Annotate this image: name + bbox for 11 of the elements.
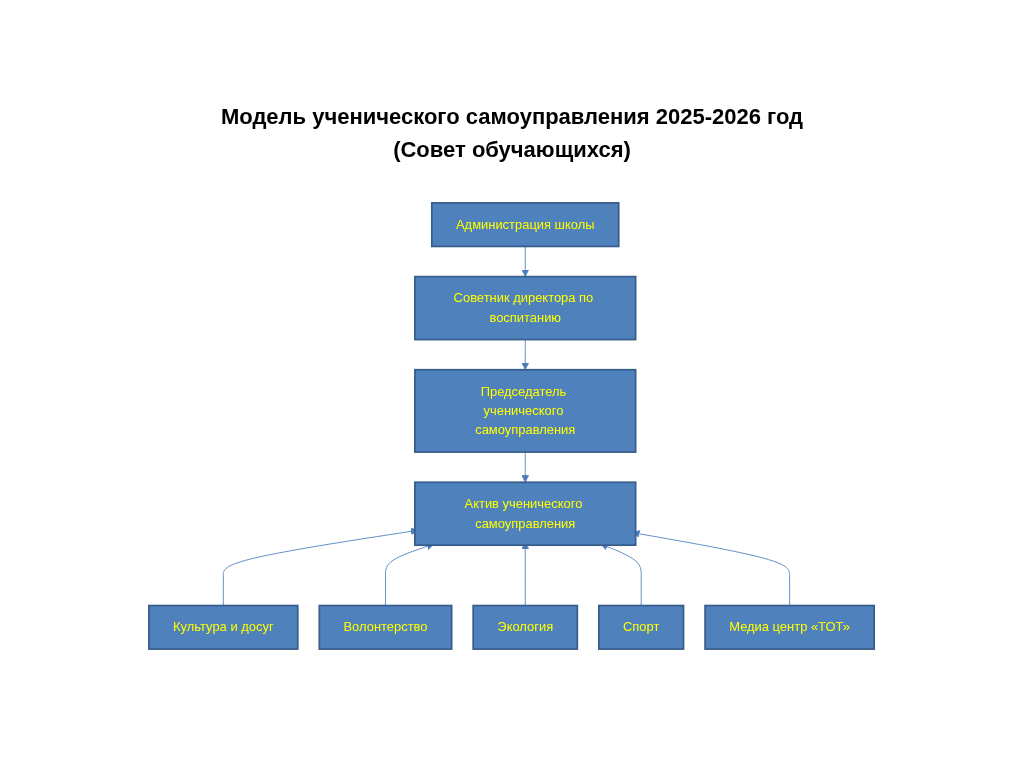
diagram-title: Модель ученического самоуправления 2025-2026 год (Совет обучающихся) bbox=[219, 103, 805, 164]
node-box bbox=[148, 604, 300, 650]
org-chart: Администрация школы Советник директора по воспитанию Председатель ученического самоуправления Актив ученического самоуправления Культура и досуг Волонтерство Экология Спорт Медиа центр «ТОТ» bbox=[142, 196, 882, 656]
node-box bbox=[431, 202, 620, 248]
node-box bbox=[414, 275, 637, 341]
node-box bbox=[414, 481, 637, 547]
node-box bbox=[704, 604, 876, 650]
node-box bbox=[414, 368, 637, 453]
node-box bbox=[598, 604, 685, 650]
node-box bbox=[318, 604, 453, 650]
node-box bbox=[472, 604, 579, 650]
